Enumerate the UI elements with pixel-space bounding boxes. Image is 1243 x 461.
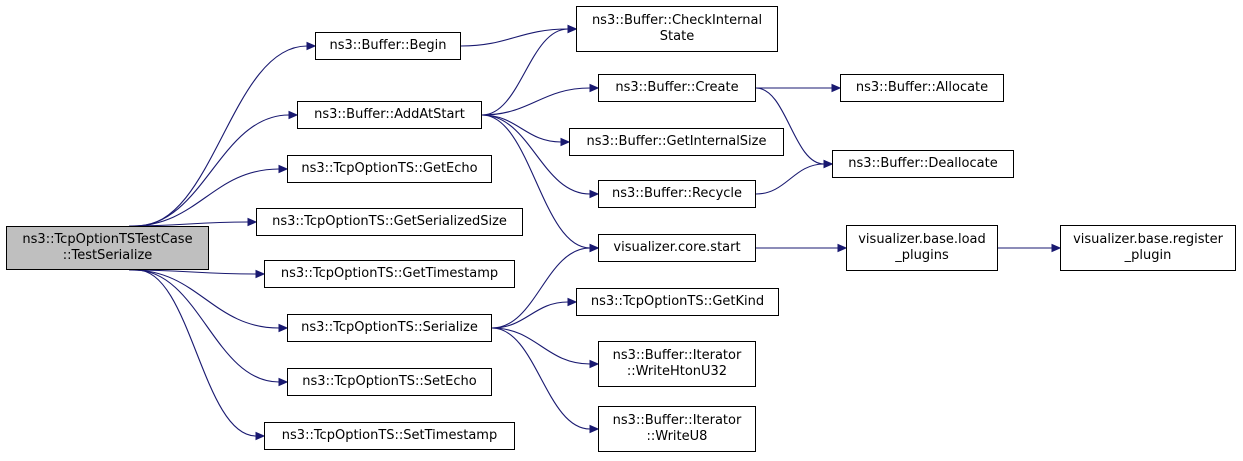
node-settimestamp[interactable]: ns3::TcpOptionTS::SetTimestamp [264, 422, 515, 450]
node-registerplugin[interactable]: visualizer.base.register _plugin [1060, 225, 1236, 271]
edge-addatstart-to-recycle [481, 114, 591, 195]
edge-root-to-getecho [131, 168, 280, 227]
node-serialize[interactable]: ns3::TcpOptionTS::Serialize [287, 314, 492, 342]
arrowhead-root-to-getserializedsize [247, 217, 258, 227]
arrowhead-addatstart-to-checkinternalstate [567, 24, 578, 34]
arrowhead-create-to-allocate [831, 83, 842, 93]
arrowhead-root-to-begin [306, 41, 317, 51]
node-writeu8[interactable]: ns3::Buffer::Iterator ::WriteU8 [598, 406, 756, 452]
edge-serialize-to-getkind [491, 301, 569, 329]
arrowhead-serialize-to-getkind [567, 297, 578, 307]
edge-recycle-to-deallocate [755, 163, 825, 195]
arrowhead-addatstart-to-create [589, 83, 600, 93]
arrowhead-serialize-to-writeu8 [589, 424, 600, 434]
node-getkind[interactable]: ns3::TcpOptionTS::GetKind [576, 288, 779, 316]
edge-serialize-to-vizstart [491, 247, 591, 329]
arrowhead-root-to-gettimestamp [255, 269, 266, 279]
arrowhead-root-to-serialize [278, 323, 289, 333]
node-loadplugins[interactable]: visualizer.base.load _plugins [846, 225, 998, 271]
node-root: ns3::TcpOptionTSTestCase ::TestSerialize [6, 226, 209, 270]
edge-root-to-addatstart [134, 114, 290, 227]
arrowhead-recycle-to-deallocate [823, 159, 834, 169]
arrowhead-loadplugins-to-registerplugin [1051, 243, 1062, 253]
arrowhead-root-to-setecho [278, 377, 289, 387]
node-checkinternalstate[interactable]: ns3::Buffer::CheckInternal State [576, 6, 778, 52]
edge-addatstart-to-checkinternalstate [481, 28, 569, 116]
arrowhead-addatstart-to-getinternalsize [560, 137, 571, 147]
arrowhead-root-to-getecho [278, 164, 289, 174]
arrowhead-serialize-to-vizstart [589, 243, 600, 253]
edge-begin-to-checkinternalstate [460, 28, 569, 47]
edge-root-to-getserializedsize [129, 221, 249, 227]
node-setecho[interactable]: ns3::TcpOptionTS::SetEcho [287, 368, 492, 396]
arrowhead-addatstart-to-recycle [589, 189, 600, 199]
edge-addatstart-to-create [481, 87, 591, 116]
node-vizstart[interactable]: visualizer.core.start [598, 234, 756, 262]
node-create[interactable]: ns3::Buffer::Create [598, 74, 756, 102]
edge-root-to-setecho [134, 269, 280, 383]
node-getinternalsize[interactable]: ns3::Buffer::GetInternalSize [569, 128, 784, 156]
node-addatstart[interactable]: ns3::Buffer::AddAtStart [297, 101, 482, 129]
arrowhead-root-to-settimestamp [255, 431, 266, 441]
edge-addatstart-to-vizstart [481, 114, 591, 249]
node-deallocate[interactable]: ns3::Buffer::Deallocate [832, 150, 1014, 178]
edge-root-to-gettimestamp [129, 269, 257, 275]
edge-root-to-begin [137, 45, 308, 227]
node-getserializedsize[interactable]: ns3::TcpOptionTS::GetSerializedSize [256, 208, 523, 236]
edge-create-to-deallocate [755, 87, 825, 165]
edge-root-to-serialize [131, 269, 280, 329]
edge-addatstart-to-getinternalsize [481, 114, 562, 143]
node-begin[interactable]: ns3::Buffer::Begin [315, 32, 461, 60]
node-allocate[interactable]: ns3::Buffer::Allocate [840, 74, 1004, 102]
arrowhead-vizstart-to-loadplugins [837, 243, 848, 253]
arrowhead-root-to-addatstart [288, 110, 299, 120]
node-getecho[interactable]: ns3::TcpOptionTS::GetEcho [287, 155, 492, 183]
node-recycle[interactable]: ns3::Buffer::Recycle [598, 180, 756, 208]
arrowhead-serialize-to-writehtonu32 [589, 359, 600, 369]
node-gettimestamp[interactable]: ns3::TcpOptionTS::GetTimestamp [264, 260, 515, 288]
edge-serialize-to-writehtonu32 [491, 327, 591, 365]
node-writehtonu32[interactable]: ns3::Buffer::Iterator ::WriteHtonU32 [598, 341, 756, 387]
edge-root-to-settimestamp [137, 269, 257, 437]
edge-serialize-to-writeu8 [491, 327, 591, 430]
